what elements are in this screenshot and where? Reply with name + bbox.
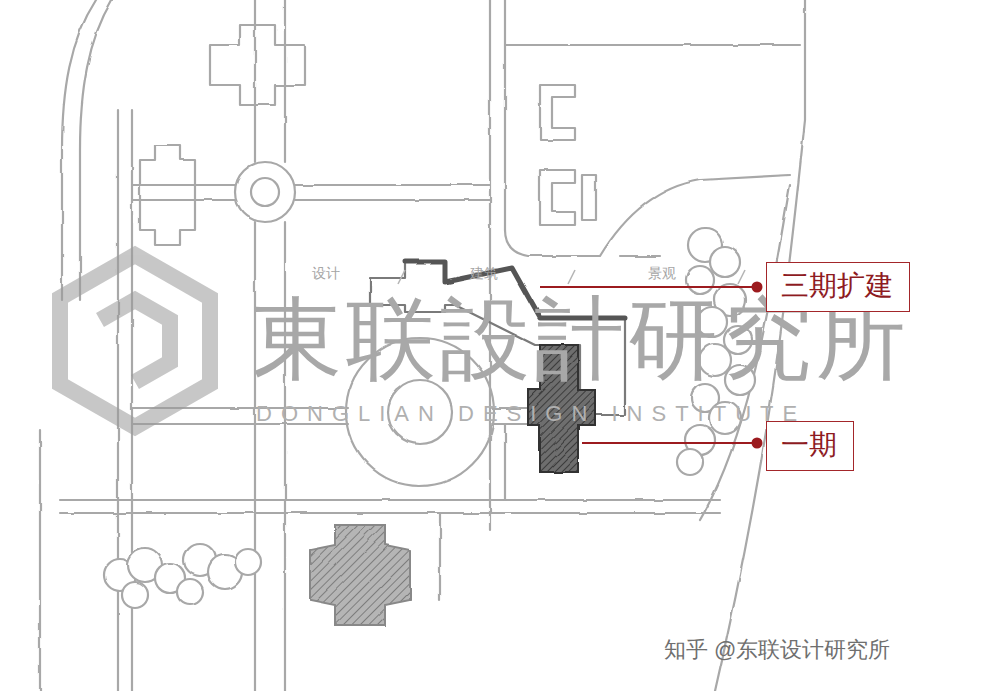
watermark-subtitle: DONGLIAN DESIGN INSTITUTE	[256, 402, 806, 426]
callout-label: 三期扩建	[781, 269, 895, 303]
callout-box: 三期扩建	[766, 262, 910, 312]
watermark-tag: 景观	[648, 266, 676, 281]
watermark-tag: 建筑	[470, 266, 498, 281]
source-credit: 知乎 @东联设计研究所	[664, 638, 890, 662]
watermark-tag: 设计	[312, 266, 340, 281]
watermark-logo	[60, 255, 210, 427]
callout-box: 一期	[766, 421, 854, 471]
callout-label: 一期	[781, 428, 839, 462]
